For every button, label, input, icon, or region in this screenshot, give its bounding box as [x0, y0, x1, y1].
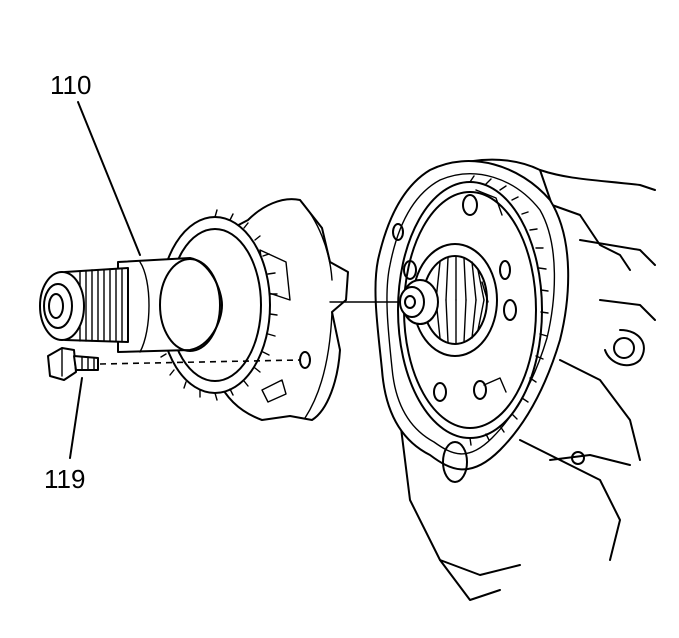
- bolt: [47, 347, 99, 381]
- callout-label-119: 119: [44, 464, 86, 494]
- leader-line-110: [77, 101, 141, 256]
- gear-ring: [397, 175, 549, 446]
- leader-line-119: [69, 377, 83, 459]
- shaft-assembly: [39, 198, 349, 421]
- callout-label-110: 110: [50, 70, 92, 100]
- hub-splines: [435, 256, 489, 345]
- transmission-housing: [374, 158, 656, 601]
- bolt-alignment-line: [99, 359, 301, 365]
